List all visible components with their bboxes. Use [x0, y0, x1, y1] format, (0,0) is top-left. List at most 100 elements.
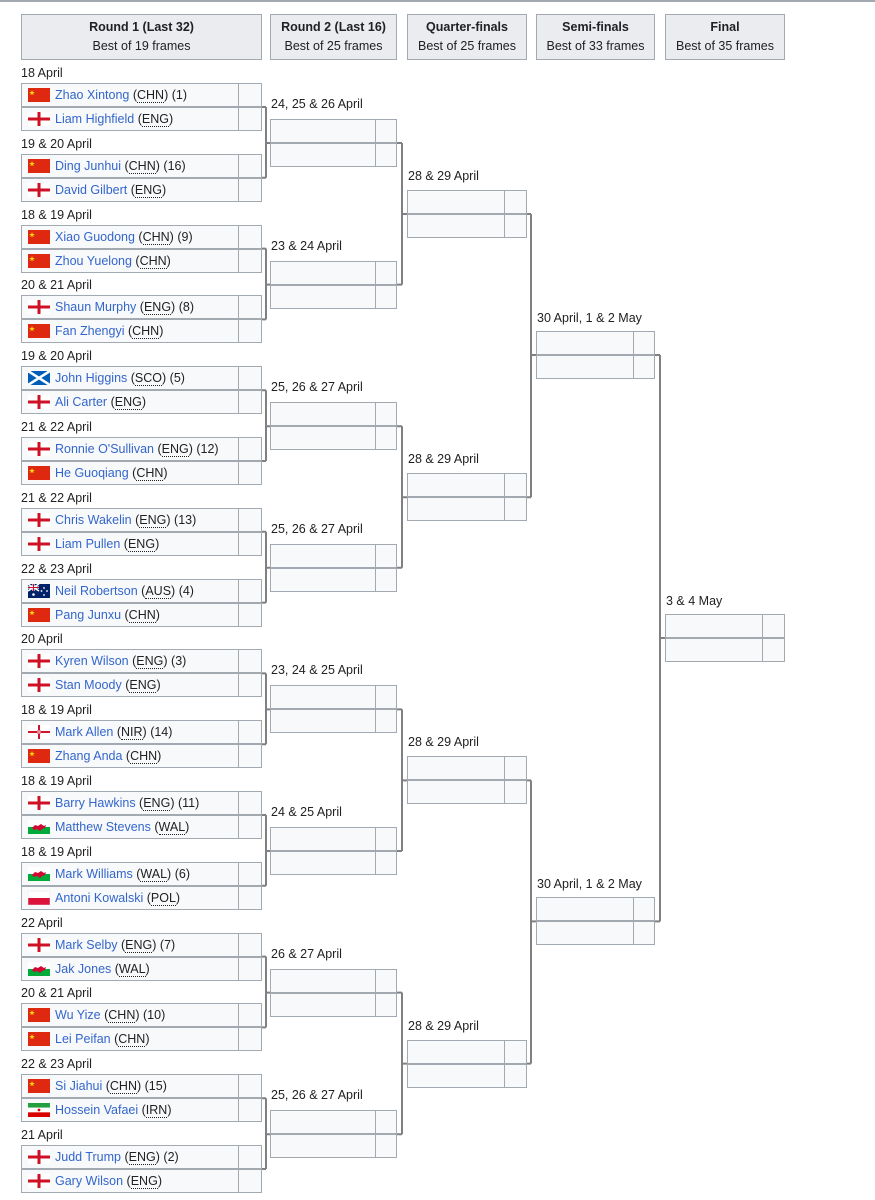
- bracket-connector: [527, 779, 536, 1065]
- nationality-abbr[interactable]: CHN: [137, 88, 165, 103]
- player-name-link[interactable]: Ali Carter: [55, 395, 108, 409]
- nationality-abbr[interactable]: ENG: [125, 938, 153, 953]
- score-divider: [375, 569, 376, 591]
- seed-number: (1): [171, 88, 188, 102]
- empty-slot: [536, 355, 655, 379]
- player-name-link[interactable]: Judd Trump: [55, 1150, 122, 1164]
- score-divider: [238, 296, 239, 318]
- match-date: 20 April: [21, 632, 63, 646]
- nationality-abbr[interactable]: ENG: [129, 678, 157, 693]
- player-slot: Jak Jones (WAL): [21, 957, 262, 981]
- nationality-abbr[interactable]: ENG: [141, 112, 169, 127]
- player-name-link[interactable]: Chris Wakelin: [55, 513, 132, 527]
- player-name-link[interactable]: Wu Yize: [55, 1008, 101, 1022]
- nationality-abbr[interactable]: CHN: [132, 324, 160, 339]
- match-date: 18 & 19 April: [21, 208, 92, 222]
- nationality-abbr[interactable]: CHN: [136, 466, 164, 481]
- flag-eng-icon: [28, 513, 50, 527]
- flag-nir-icon: [28, 725, 50, 739]
- nationality-abbr[interactable]: CHN: [118, 1032, 146, 1047]
- nationality-abbr[interactable]: CHN: [128, 159, 156, 174]
- player-name-link[interactable]: Xiao Guodong: [55, 230, 135, 244]
- match-date: 18 & 19 April: [21, 703, 92, 717]
- seed-number: (8): [178, 300, 194, 314]
- nationality-abbr[interactable]: ENG: [134, 183, 162, 198]
- player-entry: David Gilbert (ENG): [28, 183, 166, 198]
- score-divider: [238, 155, 239, 177]
- player-name-link[interactable]: Mark Allen: [55, 725, 114, 739]
- player-name-link[interactable]: He Guoqiang: [55, 466, 129, 480]
- nationality-abbr[interactable]: POL: [150, 891, 176, 906]
- nationality-abbr[interactable]: ENG: [130, 1174, 158, 1189]
- player-name-link[interactable]: David Gilbert: [55, 183, 128, 197]
- empty-slot: [270, 1110, 397, 1134]
- player-name-link[interactable]: Kyren Wilson: [55, 654, 129, 668]
- score-divider: [238, 934, 239, 956]
- flag-eng-icon: [28, 183, 50, 197]
- nationality-abbr[interactable]: ENG: [139, 513, 167, 528]
- nationality-abbr[interactable]: ENG: [143, 300, 172, 315]
- flag-chn-icon: [28, 254, 50, 268]
- player-name-link[interactable]: Liam Highfield: [55, 112, 135, 126]
- player-name-link[interactable]: Mark Williams: [55, 867, 133, 881]
- player-entry: Zhao Xintong (CHN) (1): [28, 88, 188, 103]
- player-name-link[interactable]: Ronnie O'Sullivan: [55, 442, 154, 456]
- nationality-abbr[interactable]: IRN: [145, 1103, 168, 1118]
- round-format: Best of 35 frames: [676, 39, 774, 53]
- nationality-abbr[interactable]: WAL: [158, 820, 186, 835]
- player-name-link[interactable]: Shaun Murphy: [55, 300, 137, 314]
- player-name-link[interactable]: Hossein Vafaei: [55, 1103, 139, 1117]
- player-name-link[interactable]: Fan Zhengyi: [55, 324, 125, 338]
- player-name-link[interactable]: Gary Wilson: [55, 1174, 124, 1188]
- nationality-abbr[interactable]: WAL: [118, 962, 146, 977]
- seed-number: (12): [196, 442, 219, 456]
- empty-slot: [407, 214, 527, 238]
- player-name-link[interactable]: Matthew Stevens: [55, 820, 151, 834]
- score-divider: [504, 215, 505, 237]
- player-name-link[interactable]: Liam Pullen: [55, 537, 121, 551]
- empty-slot: [270, 402, 397, 426]
- flag-chn-icon: [28, 1008, 50, 1022]
- player-name-link[interactable]: Antoni Kowalski: [55, 891, 144, 905]
- nationality-abbr[interactable]: CHN: [142, 230, 170, 245]
- seed-number: (3): [171, 654, 187, 668]
- nationality-abbr[interactable]: ENG: [128, 1150, 156, 1165]
- nationality-abbr[interactable]: CHN: [139, 254, 167, 269]
- nationality-abbr[interactable]: ENG: [143, 796, 171, 811]
- player-name-link[interactable]: Barry Hawkins: [55, 796, 136, 810]
- player-name-link[interactable]: Si Jiahui: [55, 1079, 103, 1093]
- nationality-abbr[interactable]: CHN: [109, 1079, 137, 1094]
- nationality-abbr[interactable]: AUS: [145, 584, 172, 599]
- score-divider: [375, 686, 376, 708]
- player-name-link[interactable]: Stan Moody: [55, 678, 122, 692]
- player-name-link[interactable]: Lei Peifan: [55, 1032, 111, 1046]
- nationality-abbr[interactable]: ENG: [161, 442, 189, 457]
- player-name-link[interactable]: Zhang Anda: [55, 749, 123, 763]
- player-name-link[interactable]: Ding Junhui: [55, 159, 122, 173]
- player-name-link[interactable]: Neil Robertson: [55, 584, 138, 598]
- player-entry: Lei Peifan (CHN): [28, 1032, 150, 1047]
- nationality-abbr[interactable]: ENG: [127, 537, 156, 552]
- score-divider: [375, 262, 376, 284]
- nationality-abbr[interactable]: WAL: [140, 867, 168, 882]
- player-name-link[interactable]: Pang Junxu: [55, 608, 122, 622]
- nationality-abbr[interactable]: SCO: [134, 371, 162, 386]
- player-slot: Matthew Stevens (WAL): [21, 815, 262, 839]
- match-date: 30 April, 1 & 2 May: [537, 311, 642, 325]
- nationality-abbr[interactable]: ENG: [136, 654, 164, 669]
- nationality-abbr[interactable]: CHN: [130, 749, 158, 764]
- player-name-link[interactable]: Mark Selby: [55, 938, 118, 952]
- score-divider: [238, 580, 239, 602]
- nationality-abbr[interactable]: NIR: [121, 725, 143, 740]
- nationality-abbr[interactable]: CHN: [128, 608, 156, 623]
- player-name-link[interactable]: John Higgins: [55, 371, 128, 385]
- player-name-link[interactable]: Zhao Xintong: [55, 88, 130, 102]
- bracket-connector: [262, 530, 270, 604]
- nationality-abbr[interactable]: CHN: [108, 1008, 136, 1023]
- nationality-abbr[interactable]: ENG: [114, 395, 142, 410]
- player-name-link[interactable]: Zhou Yuelong: [55, 254, 132, 268]
- bracket-connector: [397, 425, 407, 569]
- player-name-link[interactable]: Jak Jones: [55, 962, 112, 976]
- player-entry: Hossein Vafaei (IRN): [28, 1103, 172, 1118]
